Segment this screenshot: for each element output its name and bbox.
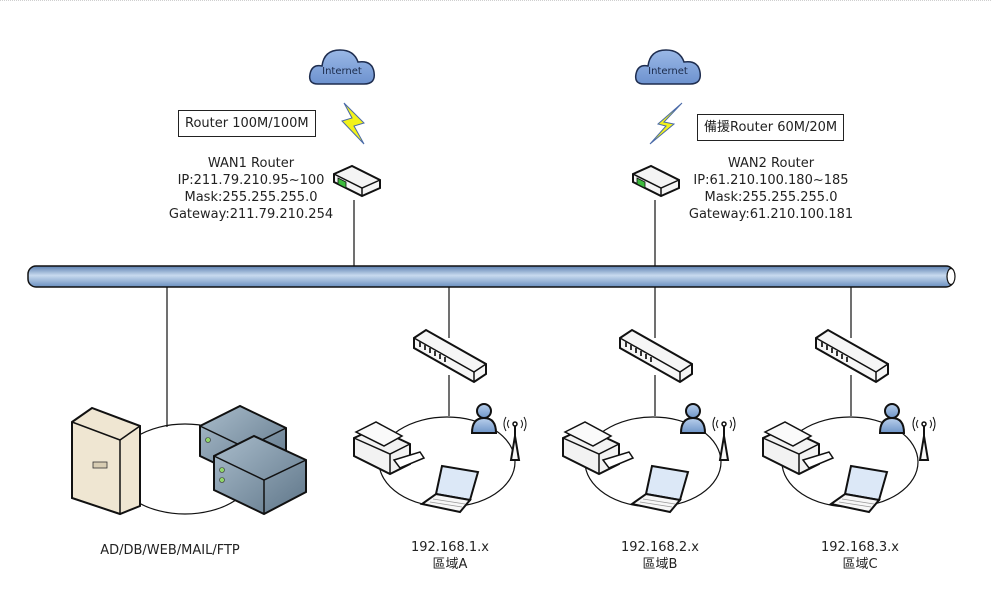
rack-server-icon (213, 434, 307, 516)
tower-server-icon (71, 406, 141, 516)
internet-cloud-wan2-icon (634, 49, 702, 85)
internet-cloud-wan1-icon (308, 49, 376, 85)
user-icon (680, 403, 706, 434)
internet-label-wan2: Internet (648, 66, 688, 77)
zone-b-subnet: 192.168.2.x (621, 540, 699, 555)
zone-c-label: 192.168.3.x 區域C (805, 539, 915, 573)
wan1-ip: IP:211.79.210.95~100 (177, 173, 325, 188)
top-border (0, 0, 991, 3)
wan1-speed-box: Router 100M/100M (178, 110, 316, 137)
wan1-title: WAN1 Router (207, 156, 295, 171)
servers-label: AD/DB/WEB/MAIL/FTP (100, 543, 240, 558)
wan2-ip: IP:61.210.100.180~185 (693, 173, 849, 188)
wan2-speed-box: 備援Router 60M/20M (697, 114, 845, 141)
wan2-mask: Mask:255.255.255.0 (704, 190, 838, 205)
zone-a-name: 區域A (432, 557, 468, 572)
wireless-ap-icon (712, 416, 736, 461)
wan2-router-icon (632, 165, 680, 197)
wan2-gateway: Gateway:61.210.100.181 (688, 207, 854, 222)
printer-icon (353, 421, 425, 475)
zone-a-label: 192.168.1.x 區域A (395, 539, 505, 573)
wan2-info: WAN2 Router IP:61.210.100.180~185 Mask:2… (684, 155, 858, 223)
user-icon (471, 403, 497, 434)
network-backbone-bus (27, 265, 956, 288)
zone-b-name: 區域B (642, 557, 678, 572)
wireless-ap-icon (503, 416, 527, 461)
switch-icon (413, 329, 487, 383)
wan1-router-icon (333, 165, 381, 197)
zone-c-subnet: 192.168.3.x (821, 540, 899, 555)
zone-b-group (562, 329, 736, 513)
wan1-mask: Mask:255.255.255.0 (184, 190, 318, 205)
wan1-gateway: Gateway:211.79.210.254 (168, 207, 334, 222)
lightning-wan2-icon (649, 102, 683, 145)
laptop-icon (830, 465, 888, 513)
printer-icon (562, 421, 634, 475)
lightning-wan1-icon (341, 102, 365, 145)
zone-b-label: 192.168.2.x 區域B (605, 539, 715, 573)
wan2-title: WAN2 Router (727, 156, 815, 171)
switch-icon (815, 329, 889, 383)
laptop-icon (631, 465, 689, 513)
user-icon (879, 403, 905, 434)
zone-c-name: 區域C (842, 557, 878, 572)
zone-c-group (762, 329, 936, 513)
zone-a-subnet: 192.168.1.x (411, 540, 489, 555)
server-cluster (71, 404, 307, 516)
wan1-info: WAN1 Router IP:211.79.210.95~100 Mask:25… (164, 155, 338, 223)
zone-a-group (353, 329, 527, 513)
internet-label-wan1: Internet (322, 66, 362, 77)
printer-icon (762, 421, 834, 475)
switch-icon (619, 329, 693, 383)
